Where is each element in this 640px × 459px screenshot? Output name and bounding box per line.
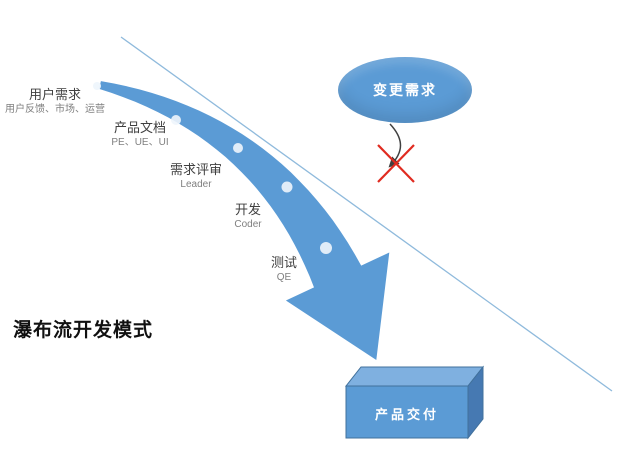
stage-sublabel: Coder <box>234 219 262 230</box>
delivery-box-front-face <box>345 385 469 439</box>
stage-product-docs: 产品文档 PE、UE、UI <box>96 119 184 149</box>
reject-x-icon <box>377 144 415 183</box>
stage-sublabel: Leader <box>180 179 212 190</box>
delivery-box-label: 产品交付 <box>374 407 439 422</box>
waterfall-arrow <box>99 81 390 360</box>
stage-label: 用户需求 <box>28 87 81 102</box>
stage-sublabel: QE <box>276 272 292 283</box>
divider-line <box>120 36 613 392</box>
stage-development: 开发 Coder <box>212 201 284 231</box>
stage-dot <box>281 181 293 193</box>
stage-sublabel: PE、UE、UI <box>111 137 169 148</box>
delivery-box-top-face <box>344 366 485 387</box>
change-request-label: 变更需求 <box>373 82 437 98</box>
stage-label: 开发 <box>234 202 261 217</box>
stage-dot <box>171 115 181 125</box>
stage-label: 需求评审 <box>169 162 222 177</box>
stage-dots <box>93 82 332 254</box>
stage-dot <box>320 242 332 254</box>
reject-arrow <box>388 123 402 168</box>
stage-dot <box>233 143 243 153</box>
stage-user-requirements: 用户需求 用户反馈、市场、运营 <box>2 86 108 116</box>
delivery-box <box>344 365 485 440</box>
stage-label: 产品文档 <box>113 120 166 135</box>
change-request-bubble: 变更需求 <box>338 57 472 123</box>
stage-dot <box>93 82 101 90</box>
stage-label: 测试 <box>270 255 297 270</box>
stage-sublabel: 用户反馈、市场、运营 <box>5 104 105 115</box>
diagram-title: 瀑布流开发模式 <box>13 320 154 341</box>
stage-requirements-review: 需求评审 Leader <box>152 161 240 191</box>
stage-testing: 测试 QE <box>250 254 318 284</box>
